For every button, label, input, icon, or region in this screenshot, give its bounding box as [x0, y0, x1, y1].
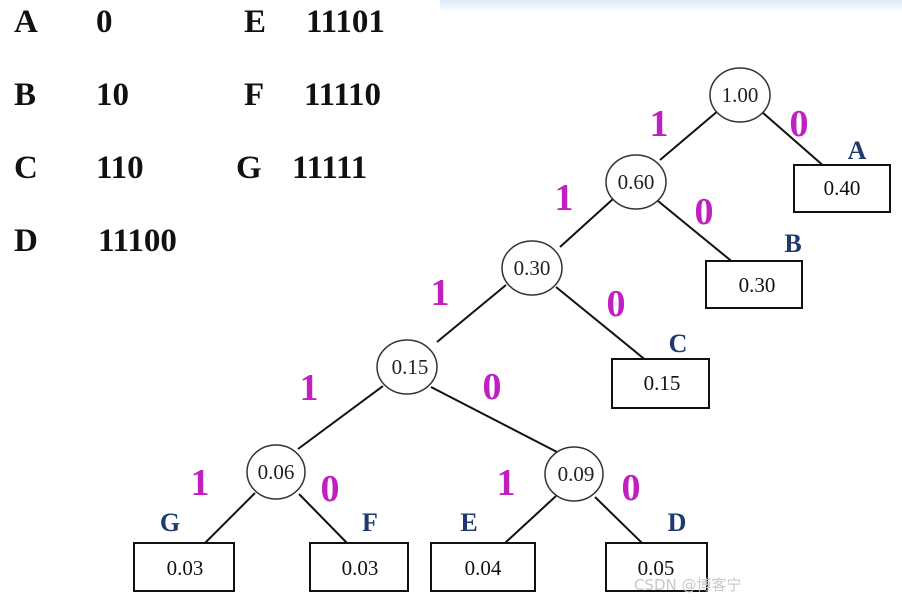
leaf-letter: D — [668, 508, 687, 537]
code-value-a: 0 — [96, 4, 113, 40]
leaf-value: 0.30 — [739, 273, 776, 297]
code-symbol-b: B — [14, 77, 37, 113]
leaf-a: 0.40 A — [793, 136, 891, 213]
node-value: 0.15 — [392, 355, 429, 379]
edge-n006-g — [204, 492, 256, 544]
bit-labels: 1 0 1 0 1 0 1 0 1 0 1 0 — [191, 103, 809, 510]
edge-n030-n015 — [436, 284, 507, 343]
edge-n015-n006 — [297, 385, 384, 450]
leaf-value: 0.15 — [644, 371, 681, 395]
code-symbol-f: F — [244, 77, 265, 113]
code-value-c: 110 — [96, 150, 144, 186]
code-symbol-g: G — [236, 150, 262, 186]
node-n100: 1.00 — [709, 67, 771, 123]
leaf-value: 0.03 — [342, 556, 379, 580]
bit-label-n006-right: 0 — [321, 468, 340, 510]
code-value-d: 11100 — [98, 223, 177, 259]
bit-label-n009-right: 0 — [622, 467, 641, 509]
bit-label-n060-left: 1 — [555, 177, 574, 219]
edge-n030-c — [555, 286, 649, 363]
code-symbol-a: A — [14, 4, 38, 40]
leaf-letter: F — [362, 508, 378, 537]
node-value: 0.60 — [618, 170, 655, 194]
leaf-letter: E — [460, 508, 477, 537]
leaf-value: 0.40 — [824, 176, 861, 200]
node-value: 1.00 — [722, 83, 759, 107]
node-n030: 0.30 — [501, 240, 563, 296]
tree-edges — [204, 109, 827, 544]
edge-n060-n030 — [559, 198, 614, 248]
node-n060: 0.60 — [605, 154, 667, 210]
edge-n015-n009 — [430, 386, 558, 453]
bit-label-n015-left: 1 — [300, 367, 319, 409]
leaf-g: 0.03 G — [133, 508, 235, 592]
watermark: CSDN @博客宁 — [634, 576, 742, 594]
node-value: 0.09 — [558, 462, 595, 486]
node-n015: 0.15 — [376, 339, 438, 395]
code-symbol-e: E — [244, 4, 267, 40]
leaf-value: 0.03 — [167, 556, 204, 580]
node-n009: 0.09 — [544, 446, 604, 502]
node-value: 0.06 — [258, 460, 295, 484]
leaf-value: 0.05 — [638, 556, 675, 580]
leaf-letter: A — [848, 136, 867, 165]
header-gradient — [440, 0, 902, 12]
bit-label-n015-right: 0 — [483, 366, 502, 408]
edge-n009-e — [504, 495, 557, 544]
code-symbol-d: D — [14, 223, 38, 259]
edge-n009-d — [594, 496, 643, 544]
edge-n006-f — [298, 493, 348, 544]
bit-label-n030-right: 0 — [607, 283, 626, 325]
node-n006: 0.06 — [246, 444, 306, 500]
bit-label-n100-right: 0 — [790, 103, 809, 145]
leaf-f: 0.03 F — [309, 508, 409, 592]
leaf-letter: C — [669, 329, 688, 358]
bit-label-n006-left: 1 — [191, 462, 210, 504]
leaf-letter: B — [784, 229, 801, 258]
leaf-e: 0.04 E — [430, 508, 536, 592]
code-symbol-c: C — [14, 150, 38, 186]
leaf-value: 0.04 — [465, 556, 502, 580]
code-value-g: 11111 — [292, 150, 368, 186]
code-value-e: 11101 — [306, 4, 385, 40]
edge-n060-b — [657, 200, 736, 265]
node-value: 0.30 — [514, 256, 551, 280]
edge-n100-a — [761, 111, 827, 169]
code-value-b: 10 — [96, 77, 129, 113]
code-table: A 0 B 10 C 110 D 11100 E 11101 F 11110 G… — [0, 0, 420, 280]
bit-label-n060-right: 0 — [695, 191, 714, 233]
leaf-letter: G — [160, 508, 180, 537]
leaf-b: 0.30 B — [705, 229, 803, 309]
bit-label-n030-left: 1 — [431, 272, 450, 314]
leaf-c: 0.15 C — [611, 329, 710, 409]
leaf-d: 0.05 D — [605, 508, 708, 592]
code-value-f: 11110 — [304, 77, 382, 113]
bit-label-n009-left: 1 — [497, 462, 516, 504]
bit-label-n100-left: 1 — [650, 103, 669, 145]
edge-n100-n060 — [659, 109, 720, 161]
